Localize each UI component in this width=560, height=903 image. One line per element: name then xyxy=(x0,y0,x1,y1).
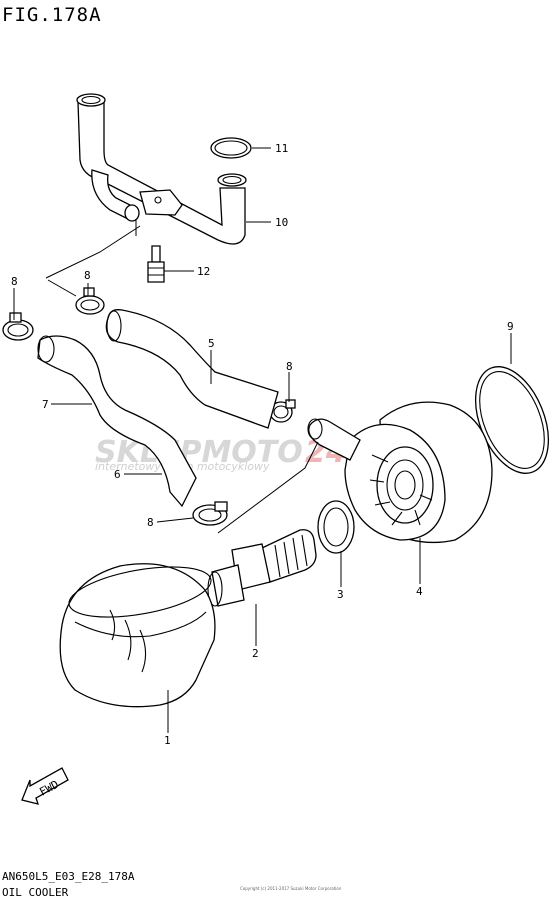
callout-4: 4 xyxy=(416,585,423,598)
part-hose-7 xyxy=(37,335,197,508)
part-oil-cooler-4 xyxy=(307,401,493,544)
callout-2: 2 xyxy=(252,647,259,660)
leader-lines xyxy=(13,147,512,733)
figure-code: AN650L5_E03_E28_178A xyxy=(2,870,135,883)
callout-7: 7 xyxy=(42,398,49,411)
part-pipe-10 xyxy=(76,93,247,245)
watermark-brand: SKLEPMOTO xyxy=(95,435,303,470)
part-union-bolt-2 xyxy=(207,529,317,607)
part-hose-5 xyxy=(105,309,279,429)
part-oring-9 xyxy=(475,366,549,474)
callout-12: 12 xyxy=(197,265,210,278)
part-clamp-8b xyxy=(2,312,34,341)
callout-11: 11 xyxy=(275,142,288,155)
callout-8-upper-left: 8 xyxy=(11,275,18,288)
callout-1: 1 xyxy=(164,734,171,747)
part-clamp-8d xyxy=(192,501,228,526)
copyright-note: Copyright (c) 2011-2017 Suzuki Motor Cor… xyxy=(240,886,342,891)
callout-3: 3 xyxy=(337,588,344,601)
part-clamp-8c xyxy=(269,399,296,423)
callout-8-lower: 8 xyxy=(147,516,154,529)
figure-title: FIG.178A xyxy=(2,4,102,26)
fwd-arrow-icon: FWD xyxy=(21,767,69,805)
callout-8-middle: 8 xyxy=(286,360,293,373)
part-clamp-8a xyxy=(75,287,105,315)
part-gasket-3 xyxy=(317,500,355,554)
part-oring-11 xyxy=(210,137,252,159)
callout-5: 5 xyxy=(208,337,215,350)
callout-6: 6 xyxy=(114,468,121,481)
part-bolt-12 xyxy=(147,245,165,283)
callout-9: 9 xyxy=(507,320,514,333)
figure-name: OIL COOLER xyxy=(2,886,69,899)
callout-8-upper-center: 8 xyxy=(84,269,91,282)
part-oil-filter-1 xyxy=(59,563,216,708)
callout-10: 10 xyxy=(275,216,288,229)
